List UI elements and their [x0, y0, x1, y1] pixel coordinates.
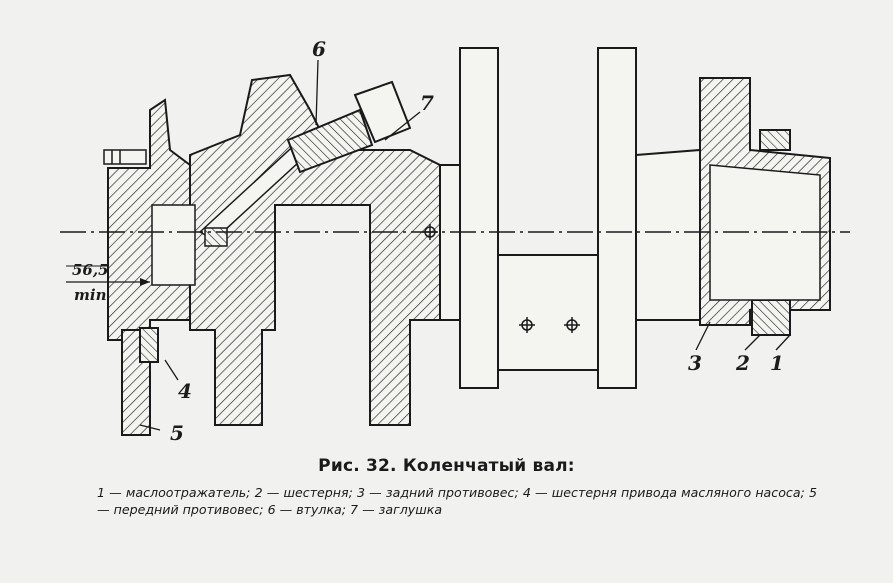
middle-left-cheek — [459, 47, 499, 389]
oil-passage-plug — [204, 227, 228, 247]
legend-item: 5 — передний противовес; — [97, 485, 817, 517]
oil-deflector-1 — [759, 129, 791, 151]
rear-section — [635, 77, 831, 336]
oil-passage — [198, 80, 412, 247]
figure-caption-title: Рис. 32. Коленчатый вал: — [318, 456, 575, 476]
bushing-6 — [286, 108, 374, 174]
gear-2 — [751, 299, 791, 336]
callout-6: 6 — [312, 37, 326, 61]
legend-item: 1 — маслоотражатель; — [97, 485, 251, 500]
callout-4: 4 — [178, 379, 192, 403]
oil-pump-gear-4 — [139, 327, 159, 363]
middle-crank — [439, 47, 637, 389]
callout-7: 7 — [420, 91, 434, 115]
plug-7 — [353, 80, 412, 144]
legend-item: 7 — заглушка — [350, 502, 443, 517]
legend-item: 6 — втулка; — [267, 502, 347, 517]
dimension-56-5: 56,5 min — [66, 261, 150, 304]
figure-legend: 1 — маслоотражатель; 2 — шестерня; 3 — з… — [97, 484, 817, 518]
callout-3: 3 — [688, 351, 702, 375]
flange-pocket — [151, 204, 196, 286]
crank-pin — [497, 254, 599, 371]
flange-bolt — [103, 149, 147, 165]
legend-item: 2 — шестерня; — [254, 485, 353, 500]
legend-item: 3 — задний противовес; — [357, 485, 519, 500]
legend-item: 4 — шестерня привода масляного насоса; — [522, 485, 805, 500]
dimension-value: 56,5 — [72, 261, 109, 279]
callout-5: 5 — [170, 421, 184, 445]
callout-2: 2 — [735, 351, 750, 375]
callouts — [139, 59, 791, 431]
dimension-unit: min — [74, 286, 106, 304]
connecting-stub — [439, 164, 461, 321]
first-crank-web — [189, 73, 441, 426]
middle-right-cheek — [597, 47, 637, 389]
center-marks — [422, 224, 580, 333]
rear-shaft — [635, 148, 701, 321]
callout-1: 1 — [770, 351, 784, 375]
